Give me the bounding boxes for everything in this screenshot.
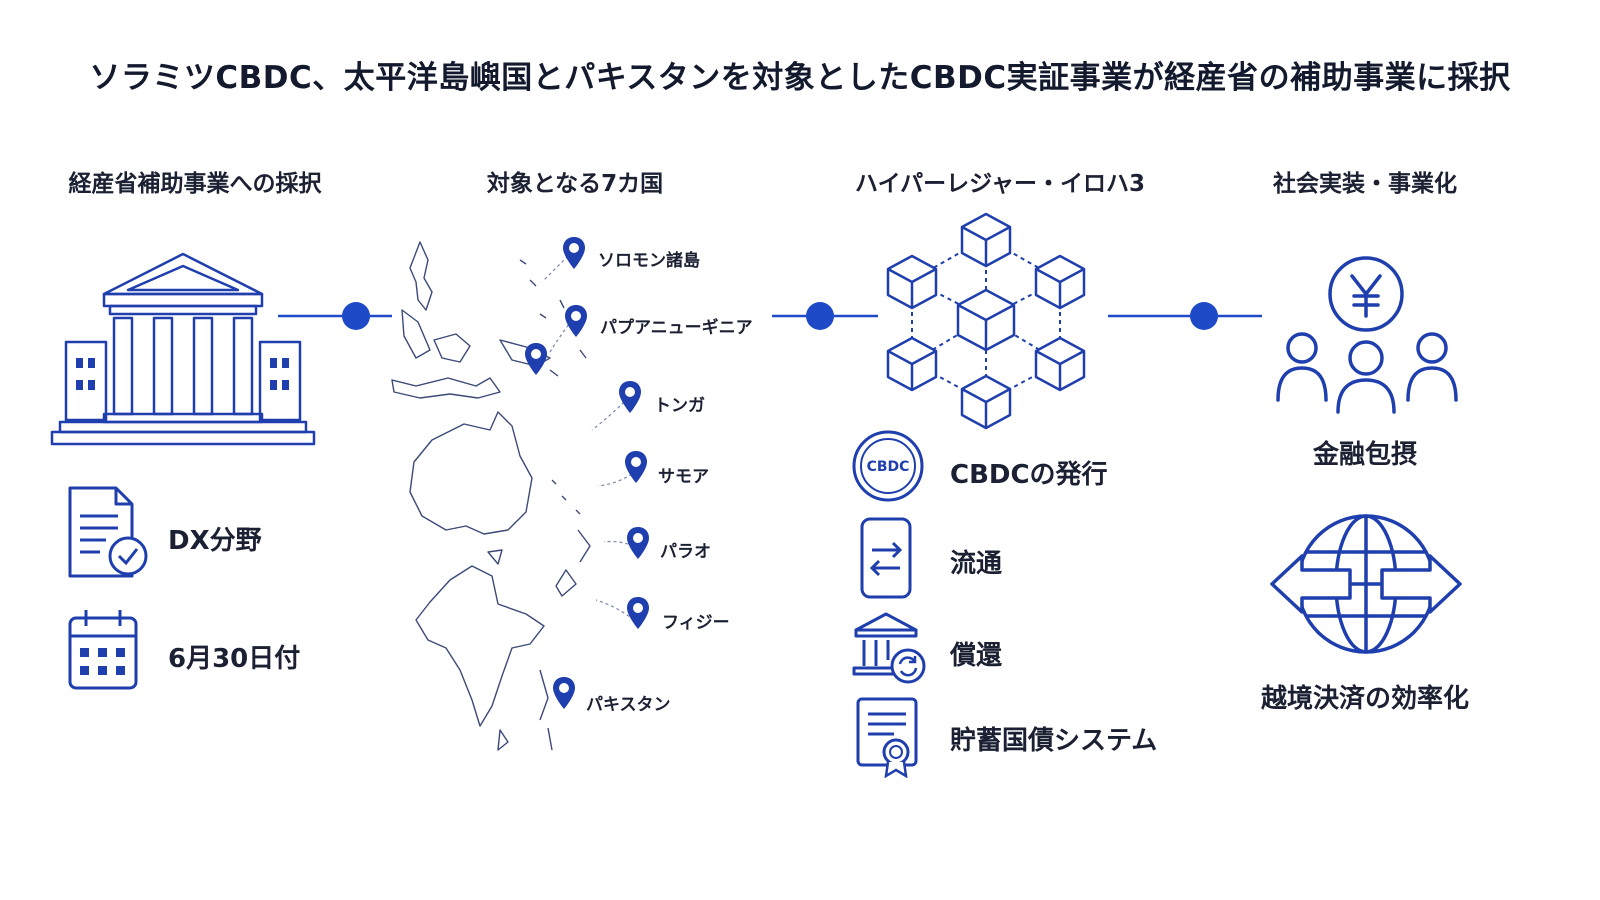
connector-dot-2 <box>806 302 834 330</box>
page-title: ソラミツCBDC、太平洋島嶼国とパキスタンを対象としたCBDC実証事業が経産省の… <box>89 60 1511 96</box>
heading-social-implementation: 社会実装・事業化 <box>1273 171 1457 197</box>
certificate-icon <box>856 697 918 778</box>
label-circulation: 流通 <box>950 549 1003 579</box>
pin-icon-tonga <box>619 381 641 413</box>
country-label: パキスタン <box>586 695 671 715</box>
country-label: フィジー <box>662 613 730 633</box>
bank-refresh-icon <box>852 612 926 684</box>
country-label: パラオ <box>660 542 711 562</box>
label-dx-field: DX分野 <box>168 526 262 556</box>
cbdc-badge-text: CBDC <box>867 459 910 475</box>
pin-icon-solomon <box>563 237 585 269</box>
blockchain-network-icon <box>886 212 1086 430</box>
label-june-30: 6月30日付 <box>168 644 301 674</box>
label-cross-border-efficiency: 越境決済の効率化 <box>1260 684 1469 714</box>
document-check-icon <box>68 486 148 578</box>
label-savings-bond-system: 貯蓄国債システム <box>950 726 1158 756</box>
calendar-icon <box>68 610 138 690</box>
pin-icon-png <box>565 305 587 337</box>
connector-dot-1 <box>342 302 370 330</box>
country-label: トンガ <box>654 396 705 416</box>
heading-target-countries: 対象となる7カ国 <box>486 171 664 197</box>
heading-adoption: 経産省補助事業への採択 <box>68 171 322 197</box>
country-label: パプアニューギニア <box>600 318 753 338</box>
connector-dot-3 <box>1190 302 1218 330</box>
country-label: ソロモン諸島 <box>598 251 700 271</box>
government-building-icon <box>50 252 316 446</box>
heading-hyperledger-iroha: ハイパーレジャー・イロハ3 <box>855 171 1145 197</box>
pin-icon-palau <box>627 527 649 559</box>
yen-people-icon <box>1276 256 1458 414</box>
label-financial-inclusion: 金融包摂 <box>1312 440 1417 470</box>
pin-icon-pakistan <box>553 677 575 709</box>
pin-icon-map-marker <box>525 343 547 375</box>
globe-arrows-icon <box>1270 514 1462 654</box>
cbdc-coin-icon: CBDC <box>852 430 924 502</box>
label-cbdc-issuance: CBDCの発行 <box>950 460 1108 490</box>
pin-icon-samoa <box>625 451 647 483</box>
country-label: サモア <box>658 467 709 487</box>
label-redemption: 償還 <box>950 641 1003 671</box>
pin-icon-fiji <box>627 597 649 629</box>
mobile-transfer-icon <box>860 517 912 599</box>
